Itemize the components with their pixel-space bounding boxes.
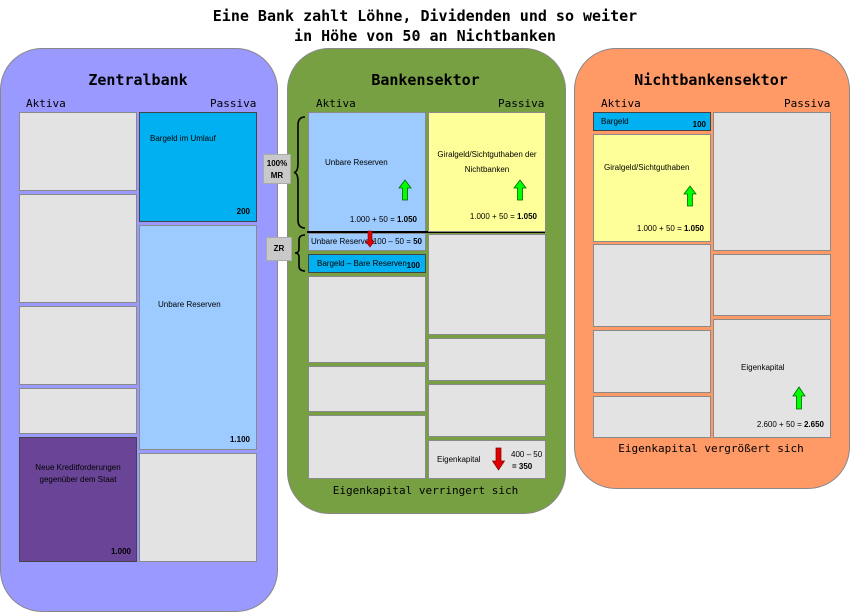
- nb-eigen-label: Eigenkapital: [741, 363, 785, 372]
- bs-zr-unbare-calc: 100 – 50 = 50: [373, 237, 422, 246]
- bankensektor-title: Bankensektor: [371, 71, 480, 89]
- bs-bare-reserven-box: Bargeld – Bare Reserven 100: [308, 254, 426, 273]
- bs-giral-result: 1.050: [516, 212, 537, 221]
- nb-bargeld-label: Bargeld: [601, 117, 629, 126]
- nb-giral-label: Giralgeld/Sichtguthaben: [604, 163, 690, 172]
- bs-divider-line: [307, 231, 545, 233]
- bs-giralgeld-box: Giralgeld/Sichtguthaben der Nichtbanken …: [428, 112, 546, 232]
- title-line1: Eine Bank zahlt Löhne, Dividenden und so…: [212, 7, 638, 25]
- nb-passiva-empty-1: [713, 112, 831, 251]
- nb-giral-calc-expr: 1.000 + 50 =: [636, 224, 684, 233]
- nb-aktiva-empty-1: [593, 244, 711, 327]
- mr-label: 100% MR: [266, 159, 288, 180]
- zb-aktiva-empty-4: [19, 388, 137, 434]
- bs-passiva-empty-3: [428, 384, 546, 437]
- arrow-up-icon: [683, 185, 697, 207]
- zentralbank-passiva-header: Passiva: [210, 97, 257, 110]
- zb-kredit-label: Neue Kreditforderungen gegenüber dem Sta…: [35, 463, 121, 484]
- bs-unbare-reserven-box: Unbare Reserven 1.000 + 50 = 1.050: [308, 112, 426, 232]
- bs-eigen-result: = 350: [512, 462, 533, 471]
- arrow-down-icon: [365, 230, 375, 248]
- bs-giral-calc-expr: 1.000 + 50 =: [469, 212, 517, 221]
- nb-giral-result: 1.050: [683, 224, 704, 233]
- bankensektor-aktiva-header: Aktiva: [316, 97, 356, 110]
- bankensektor-footer: Eigenkapital verringert sich: [332, 484, 519, 497]
- zr-brace-icon: [294, 234, 306, 272]
- nb-eigenkapital-box: Eigenkapital 2.600 + 50 = 2.650: [713, 319, 831, 438]
- zb-reserven-box: Unbare Reserven 1.100: [139, 225, 257, 450]
- bs-giral-label: Giralgeld/Sichtguthaben der Nichtbanken: [437, 150, 537, 174]
- zb-aktiva-empty-2: [19, 194, 137, 303]
- zb-passiva-empty: [139, 453, 257, 562]
- zb-kreditforderungen-box: Neue Kreditforderungen gegenüber dem Sta…: [19, 437, 137, 562]
- zb-aktiva-empty-1: [19, 112, 137, 191]
- bs-passiva-empty-1: [428, 234, 546, 335]
- diagram-title: Eine Bank zahlt Löhne, Dividenden und so…: [0, 6, 850, 46]
- zentralbank-title: Zentralbank: [88, 71, 188, 89]
- zb-kredit-value: 1.000: [110, 547, 131, 556]
- arrow-up-icon: [792, 386, 806, 410]
- nb-aktiva-empty-3: [593, 396, 711, 438]
- zentralbank-aktiva-header: Aktiva: [26, 97, 66, 110]
- bs-passiva-empty-2: [428, 338, 546, 381]
- arrow-up-icon: [398, 179, 412, 201]
- arrow-down-icon: [492, 447, 505, 471]
- nb-eigen-result: 2.650: [803, 420, 824, 429]
- bs-bare-label: Bargeld – Bare Reserven: [317, 259, 407, 268]
- nb-eigen-calc: 2.600 + 50 = 2.650: [757, 420, 824, 429]
- bs-unbare-result: 1.050: [396, 215, 417, 224]
- bs-eigen-calc: 400 – 50: [511, 450, 543, 459]
- bs-zr-unbare-label: Unbare Reserven: [311, 237, 374, 246]
- bs-unbare-calc: 1.000 + 50 = 1.050: [350, 215, 417, 224]
- nb-bargeld-box: Bargeld 100: [593, 112, 711, 131]
- nb-giralgeld-box: Giralgeld/Sichtguthaben 1.000 + 50 = 1.0…: [593, 134, 711, 242]
- nb-passiva-empty-2: [713, 254, 831, 316]
- bankensektor-passiva-header: Passiva: [498, 97, 545, 110]
- zb-bargeld-box: Bargeld im Umlauf 200: [139, 112, 257, 222]
- bs-zr-unbare-expr: 100 – 50 =: [372, 237, 414, 246]
- zr-badge: ZR: [266, 237, 292, 261]
- zb-reserven-value: 1.100: [229, 435, 250, 444]
- zb-bargeld-value: 200: [236, 207, 250, 216]
- nb-aktiva-empty-2: [593, 330, 711, 393]
- bs-aktiva-empty-2: [308, 366, 426, 412]
- nichtbanken-title: Nichtbankensektor: [634, 71, 788, 89]
- bs-eigenkapital-box: Eigenkapital 400 – 50 = 350: [428, 440, 546, 479]
- bs-zr-unbare-result: 50: [413, 237, 422, 246]
- nb-eigen-calc-expr: 2.600 + 50 =: [756, 420, 804, 429]
- bs-unbare-label: Unbare Reserven: [325, 158, 388, 167]
- title-line2: in Höhe von 50 an Nichtbanken: [294, 27, 556, 45]
- nb-giral-calc: 1.000 + 50 = 1.050: [637, 224, 704, 233]
- bs-aktiva-empty-3: [308, 415, 426, 479]
- nichtbanken-passiva-header: Passiva: [784, 97, 831, 110]
- nichtbanken-aktiva-header: Aktiva: [601, 97, 641, 110]
- zr-label: ZR: [273, 244, 285, 253]
- bs-unbare-calc-expr: 1.000 + 50 =: [349, 215, 397, 224]
- bs-eigen-label: Eigenkapital: [437, 455, 481, 464]
- mr-badge: 100% MR: [263, 154, 291, 184]
- zb-reserven-label: Unbare Reserven: [158, 300, 221, 309]
- bs-bare-value: 100: [406, 261, 420, 270]
- zb-bargeld-label: Bargeld im Umlauf: [150, 134, 216, 143]
- nichtbanken-footer: Eigenkapital vergrößert sich: [618, 442, 804, 455]
- bs-aktiva-empty-1: [308, 276, 426, 363]
- nb-bargeld-value: 100: [692, 120, 706, 129]
- mr-brace-icon: [293, 116, 306, 229]
- zb-aktiva-empty-3: [19, 306, 137, 385]
- bs-giral-calc: 1.000 + 50 = 1.050: [470, 212, 537, 221]
- arrow-up-icon: [513, 179, 527, 201]
